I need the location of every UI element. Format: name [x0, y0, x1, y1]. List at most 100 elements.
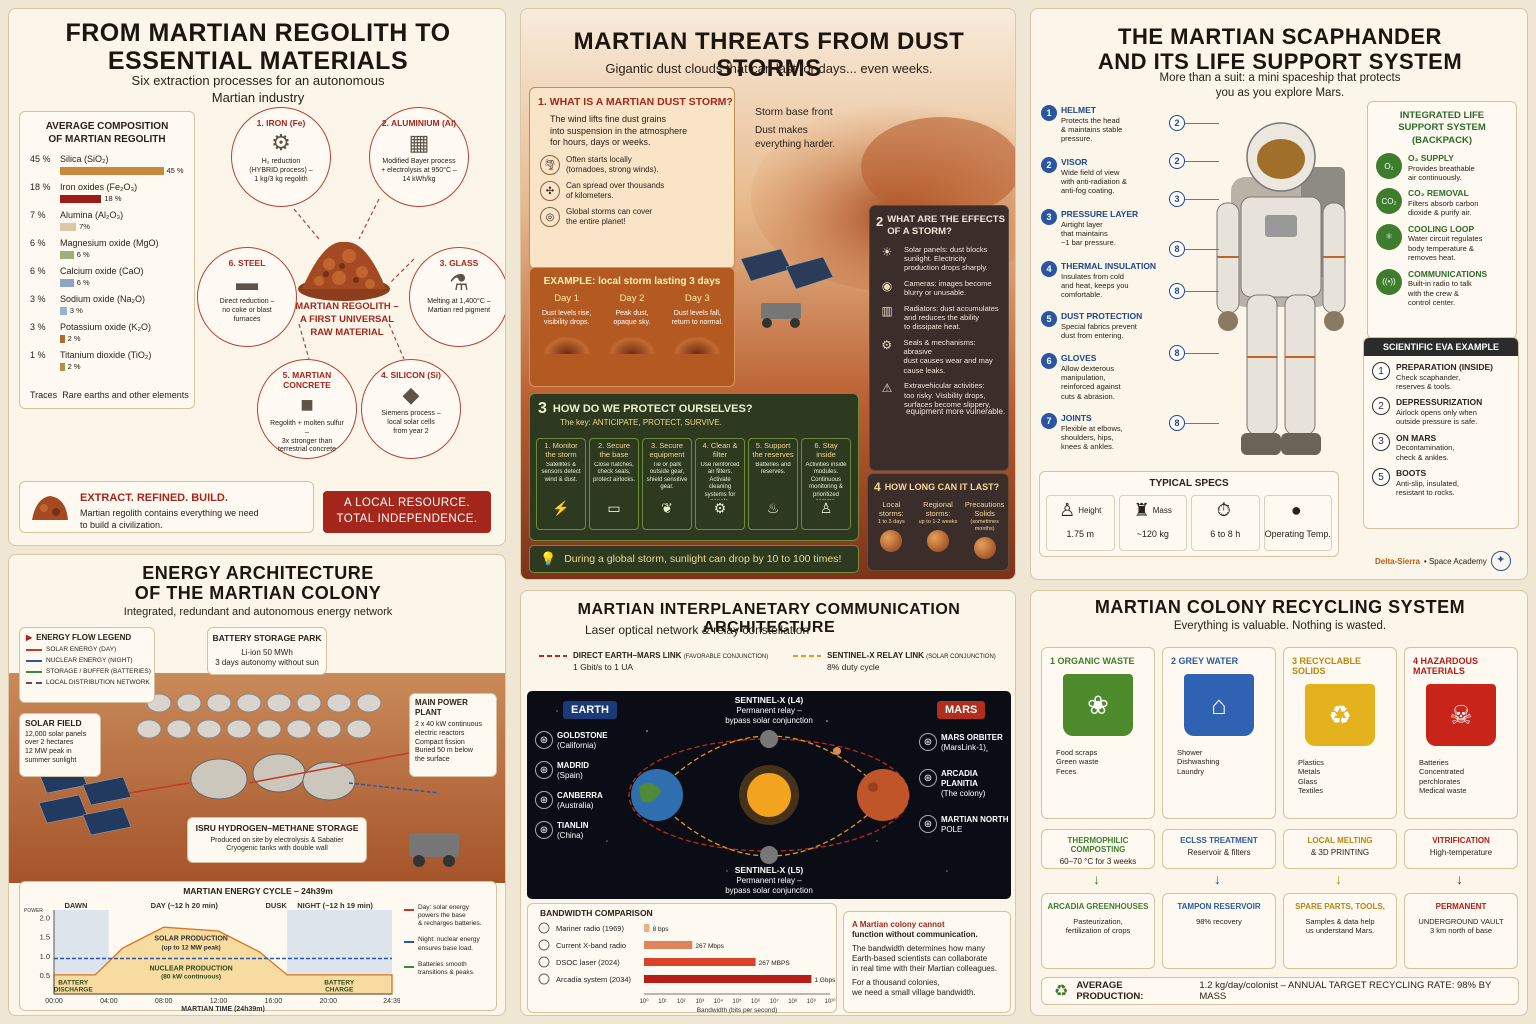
- station-text: MARS ORBITER(MarsLink-1): [941, 733, 1003, 753]
- spec-top: ♜Mass: [1120, 500, 1187, 521]
- suit-part-line: cuts & abrasion.: [1061, 391, 1115, 401]
- eva-step-line: check & ankles.: [1396, 452, 1449, 462]
- q1-item-line: Global storms can cover: [566, 207, 653, 217]
- solar-field-title: SOLAR FIELD: [25, 718, 82, 728]
- process-desc: Regolith + molten sulfur –3x stronger th…: [258, 420, 356, 455]
- solar-production-sub: (up to 12 MW peak): [162, 945, 221, 952]
- day-text: opaque sky.: [613, 318, 651, 326]
- process-sub: Reservoir & filters: [1187, 848, 1251, 857]
- process-desc-line: Melting at 1,400°C –: [427, 298, 491, 306]
- dust-title: MARTIAN THREATS FROM DUST STORMS: [573, 28, 965, 82]
- phase-day: DAY (~12 h 20 min): [151, 901, 219, 910]
- sentinel-l4-label: SENTINEL-X (L4)Permanent relay –bypass s…: [725, 695, 813, 725]
- composition-bar-row: 3 %: [60, 306, 145, 315]
- effect-line: production drops sharply.: [904, 263, 988, 273]
- sentinel-l5-label: SENTINEL-X (L5)Permanent relay –bypass s…: [725, 865, 813, 895]
- process-circle: 4. SILICON (Si)◆Siemens process –local s…: [361, 359, 461, 459]
- q1-item-line: Often starts locally: [566, 155, 632, 165]
- q3-title: 3 HOW DO WE PROTECT OURSELVES?: [538, 400, 753, 417]
- composition-bar-label: 3 %: [69, 306, 83, 315]
- composition-pct: 6 %: [30, 266, 46, 276]
- composition-bar-row: 6 %: [60, 278, 144, 287]
- composition-pct: 7 %: [30, 210, 46, 220]
- mass-icon: ♜: [1133, 500, 1150, 520]
- phase-dusk: DUSK: [266, 901, 288, 910]
- duration-label: Precautions: [964, 500, 1005, 509]
- composition-detail: Sodium oxide (Na₂O)3 %: [60, 294, 145, 315]
- effect-line: cause leaks.: [903, 365, 946, 375]
- effect-icon: ◉: [881, 278, 893, 293]
- legend-line: [26, 649, 42, 652]
- station-text: GOLDSTONE(California): [557, 731, 608, 751]
- composition-bar-label: 6 %: [76, 250, 90, 259]
- process-sub: High-temperature: [1429, 848, 1493, 857]
- process-circle: 1. IRON (Fe)⚙H₂ reduction(HYBRID process…: [231, 107, 331, 207]
- note-line: & recharges batteries.: [418, 920, 482, 928]
- process-title: 4. SILICON (Si): [381, 370, 441, 380]
- mars-station: ⊛ARCADIA PLANITIA(The colony): [919, 769, 1011, 799]
- effect-icon: ☀: [881, 244, 893, 259]
- example-title: EXAMPLE: local storm lasting 3 days: [543, 276, 721, 287]
- suit-callout: 8: [1169, 241, 1219, 257]
- effect-icon: ⚠: [881, 381, 893, 396]
- bandwidth-title: BANDWIDTH COMPARISON: [540, 908, 653, 918]
- effect-line: surfaces become slippery,: [904, 399, 991, 409]
- station-location: (Australia): [557, 801, 594, 810]
- y-tick-label: 2.0: [40, 914, 50, 923]
- process-title: VITRIFICATION: [1432, 836, 1490, 845]
- output-line: 98% recovery: [1196, 917, 1242, 926]
- dust-pile-icon: [607, 335, 656, 354]
- dust-q3-card: 3 HOW DO WE PROTECT OURSELVES? The key: …: [529, 393, 859, 541]
- dust-pile-icon: [542, 335, 591, 354]
- step-desc: Close hatches, check seals, protect airl…: [592, 461, 635, 483]
- legend-title: ▶ENERGY FLOW LEGEND: [26, 633, 132, 642]
- process-title: 2. ALUMINIUM (Al): [381, 118, 457, 128]
- rock-icon: [32, 496, 68, 520]
- bandwidth-value: 8 bps: [653, 926, 670, 933]
- composition-detail: Magnesium oxide (MgO)6 %: [60, 238, 159, 259]
- spec-value: ~120 kg: [1136, 529, 1169, 539]
- antenna-icon: ⊛: [535, 731, 553, 749]
- composition-bar-row: 7%: [60, 222, 123, 231]
- q1-item-text: Often starts locally(tornadoes, strong w…: [566, 155, 659, 175]
- bandwidth-icon: [538, 973, 550, 985]
- bandwidth-card: BANDWIDTH COMPARISON Mariner radio (1969…: [527, 903, 837, 1014]
- nuclear-production-sub: (80 kW continuous): [161, 973, 221, 980]
- composition-bar: [60, 166, 164, 175]
- suit-part-title: PRESSURE LAYER: [1061, 209, 1139, 219]
- eva-step-line: Anti-slip, insulated,: [1396, 478, 1459, 488]
- process-title: LOCAL MELTING: [1307, 836, 1373, 845]
- process-desc-line: 14 kWh/kg: [402, 175, 436, 183]
- recycle-subtitle: Everything is valuable. Nothing is waste…: [1173, 620, 1387, 632]
- process-circle: 5. MARTIAN CONCRETE■Regolith + molten su…: [257, 359, 357, 459]
- suit-part-line: comfortable.: [1061, 290, 1103, 300]
- storm-example-card: EXAMPLE: local storm lasting 3 days Day …: [529, 267, 735, 387]
- ils-icon: ⚛: [1376, 223, 1402, 250]
- waste-item: Dishwashing: [1177, 757, 1220, 767]
- note-line: transitions & peaks.: [418, 968, 475, 976]
